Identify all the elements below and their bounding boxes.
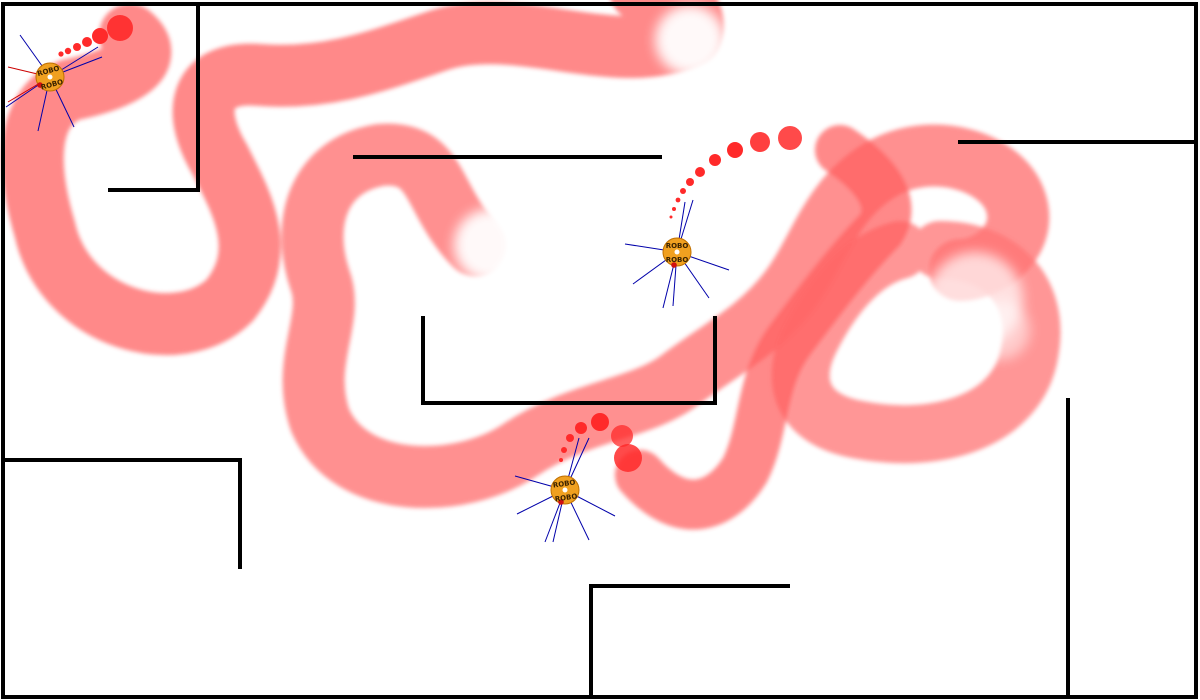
wall-bottom-middle xyxy=(589,584,790,697)
fade-blobs xyxy=(454,5,1030,360)
wall-bottom-left xyxy=(4,458,242,569)
wall-center-box xyxy=(421,316,717,405)
robot-3-heading-marker xyxy=(558,499,564,505)
robot-2-label-bottom: ROBO xyxy=(666,256,689,264)
robot-1[interactable]: ROBO ROBO xyxy=(5,34,103,132)
robot-1-hub xyxy=(47,74,53,80)
robot-3-label-bottom: ROBO xyxy=(554,492,578,503)
robot-3-hub xyxy=(562,487,568,493)
robot-2-trail xyxy=(281,123,1050,508)
robot-2-hub xyxy=(674,249,680,255)
robot-2-label-top: ROBO xyxy=(666,242,689,250)
wall-top-left xyxy=(108,4,200,192)
robot-3-label-top: ROBO xyxy=(552,479,576,490)
robot-1-trail xyxy=(1,0,724,355)
robot-2-heading-marker xyxy=(671,262,677,268)
robot-3-trail xyxy=(615,125,912,530)
trail-heads xyxy=(58,15,802,472)
robot-1-heading-marker xyxy=(37,82,43,88)
robot-2[interactable]: ROBO ROBO xyxy=(624,199,730,309)
robot-3[interactable]: ROBO ROBO xyxy=(514,437,616,543)
trail-layer xyxy=(1,0,1061,530)
